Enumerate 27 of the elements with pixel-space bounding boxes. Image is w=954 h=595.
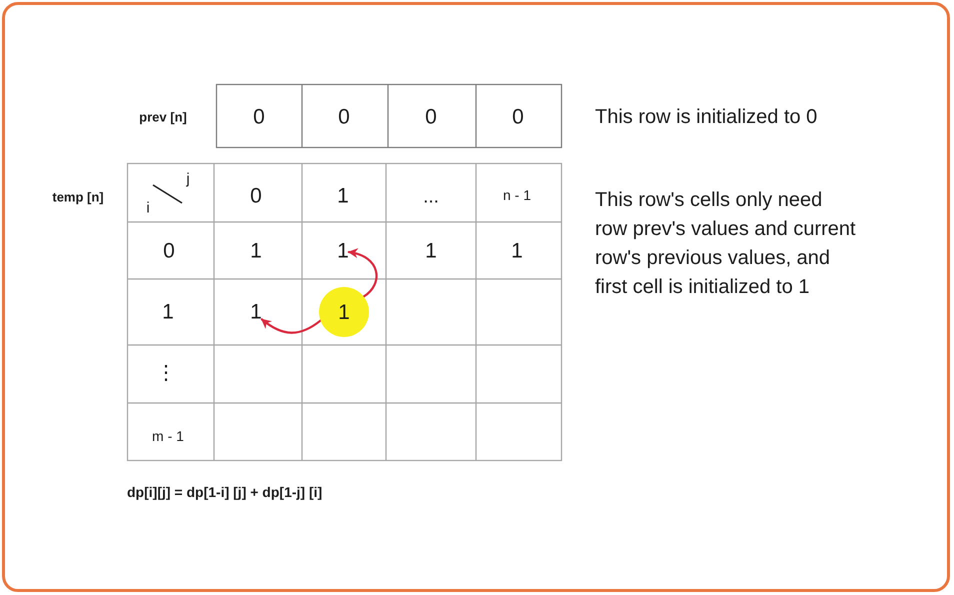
row-index: ⋮: [156, 363, 176, 383]
description-text: This row is initialized to 0: [595, 107, 818, 127]
table-value: 1: [250, 302, 262, 322]
array-label: temp [n]: [52, 190, 104, 204]
column-index: 0: [250, 186, 262, 206]
curved-arrow: [260, 318, 322, 334]
row-index: 1: [162, 302, 174, 322]
axis-label: j: [186, 172, 190, 186]
row-index: 0: [163, 240, 175, 262]
column-index: 1: [337, 186, 349, 206]
formula-text: dp[i][j] = dp[1-i] [j] + dp[1-j] [i]: [127, 485, 322, 499]
array-label: prev [n]: [139, 110, 187, 124]
table-value: 1: [425, 240, 437, 262]
table-value: 1: [511, 240, 523, 262]
row-index: m - 1: [152, 429, 184, 443]
axis-label: i: [146, 200, 150, 216]
table-value: 1: [337, 240, 349, 262]
column-index: n - 1: [503, 188, 531, 202]
array-value: 0: [512, 106, 524, 128]
array-value: 0: [253, 106, 265, 128]
description-text: This row's cells only need row prev's values and current row's previous values, and first cell is initialized to 1: [595, 188, 856, 300]
column-index: ...: [423, 188, 439, 206]
array-value: 0: [338, 106, 350, 128]
table-value: 1: [250, 240, 262, 262]
array-value: 0: [425, 106, 437, 128]
curved-arrow: [348, 248, 378, 298]
highlight-circle: 1: [319, 287, 369, 337]
